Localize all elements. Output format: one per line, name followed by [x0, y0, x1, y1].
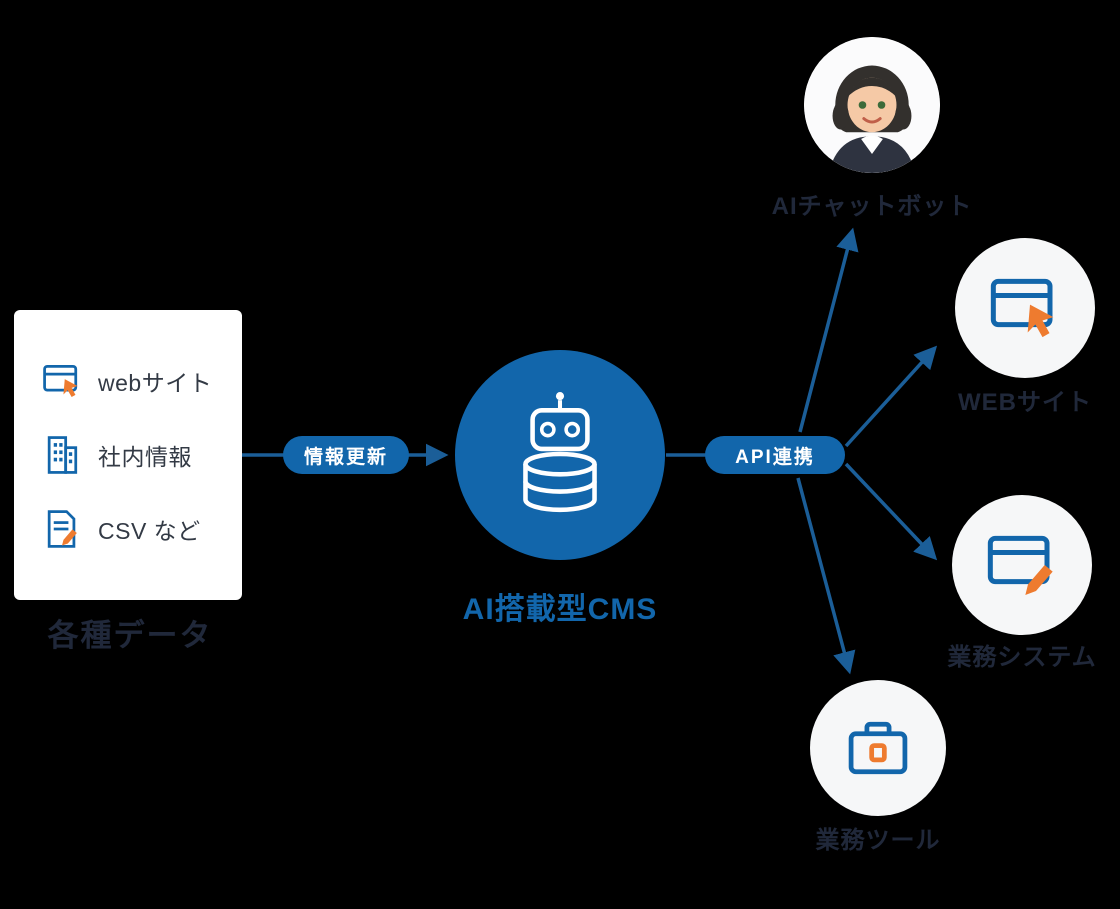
target-label-website: WEBサイト — [958, 389, 1092, 416]
target-label-system: 業務システム — [947, 644, 1097, 671]
building-icon — [40, 433, 84, 477]
browser-cursor-icon — [40, 359, 84, 403]
target-node-tool — [810, 680, 946, 816]
source-item-csv: CSV など — [40, 507, 216, 551]
update-pill: 情報更新 — [283, 436, 409, 474]
robot-database-icon — [523, 392, 597, 513]
target-node-website — [955, 238, 1095, 378]
source-caption: 各種データ — [47, 618, 213, 653]
source-data-card: webサイト 社内情報 — [14, 310, 242, 600]
source-item-label: CSV など — [98, 518, 201, 544]
target-node-system — [952, 495, 1092, 635]
document-pencil-icon — [40, 507, 84, 551]
connector-api-to-tool — [796, 477, 856, 675]
cms-label: AI搭載型CMS — [462, 593, 658, 626]
cms-node — [455, 350, 665, 560]
ai-assistant-avatar — [804, 37, 940, 173]
briefcase-icon — [848, 721, 908, 775]
connector-api-to-website — [844, 345, 938, 448]
target-label-chatbot: AIチャットボット — [771, 193, 973, 220]
source-item-website: webサイト — [40, 359, 216, 403]
api-pill: API連携 — [705, 436, 845, 474]
browser-cursor-icon — [990, 278, 1054, 338]
source-item-label: 社内情報 — [98, 444, 192, 470]
connector-api-to-chatbot — [798, 227, 859, 433]
source-item-label: webサイト — [98, 370, 213, 396]
source-item-internal-info: 社内情報 — [40, 433, 216, 477]
connector-api-to-system — [844, 462, 938, 561]
target-label-tool: 業務ツール — [815, 827, 941, 854]
browser-pencil-icon — [987, 535, 1053, 595]
target-node-chatbot — [804, 37, 940, 173]
